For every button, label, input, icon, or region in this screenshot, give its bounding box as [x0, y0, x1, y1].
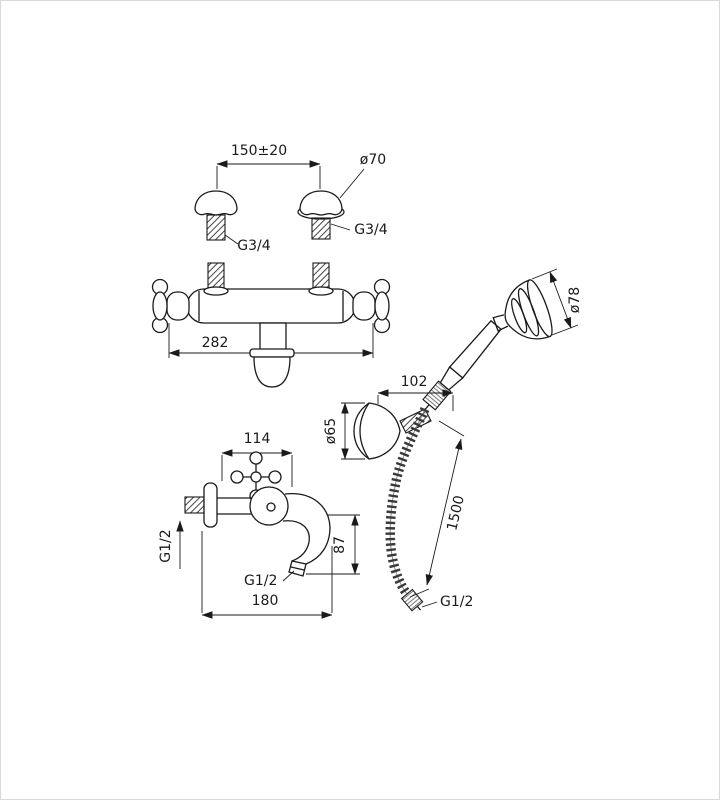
- dim-label-spout-span: 180: [252, 593, 279, 609]
- hose-end-stub: [416, 605, 421, 611]
- dim-label-body-width: 282: [202, 335, 229, 351]
- head-neck: [492, 314, 509, 332]
- dim-label-wall-thread: G1/2: [158, 529, 174, 562]
- leader-line: [224, 234, 239, 245]
- dim-label-bracket-offset: 102: [401, 374, 428, 390]
- dim-label-top-span: 150±20: [231, 143, 287, 159]
- hand-shower-handle: [422, 319, 502, 411]
- mixer-cap-left: [166, 291, 190, 321]
- wall-flange: [203, 482, 218, 528]
- handle-hub: [152, 291, 168, 321]
- inlet-thread-left: [207, 262, 225, 290]
- dim-label-spout-drop: 87: [332, 536, 348, 554]
- head-ring: [511, 298, 528, 334]
- wall-union-right-thread: [311, 217, 331, 240]
- wall-union-left: [194, 190, 238, 216]
- extension-line: [551, 324, 579, 336]
- handle-hub: [374, 291, 390, 321]
- diverter-neck: [259, 322, 287, 352]
- wall-union-left-thread: [206, 214, 226, 241]
- wall-bracket-face: [359, 402, 370, 460]
- dim-bracket-diameter: ø65: [323, 402, 365, 460]
- dim-spout-drop: 87: [306, 514, 360, 575]
- mixer-assembly: 282: [151, 262, 391, 388]
- dim-spout-span: 180: [201, 531, 333, 619]
- handle-stub: [424, 404, 430, 410]
- dim-hose-length: 1500: [409, 420, 468, 598]
- handle-lobe: [268, 470, 282, 484]
- cross-handle-left: [151, 278, 169, 334]
- handle-grip: [448, 319, 502, 379]
- spout-outlet-line: [290, 566, 305, 571]
- leader-line: [421, 601, 438, 608]
- shower-hose: [385, 407, 430, 597]
- leader-line: [282, 570, 295, 582]
- leader-line: [330, 223, 351, 231]
- handle-lobe: [249, 451, 263, 465]
- wall-thread: [184, 496, 205, 514]
- dim-label-bracket-diameter: ø65: [323, 418, 339, 444]
- handle-lobe: [230, 470, 244, 484]
- dimension-line: [425, 438, 463, 586]
- inlet-thread-right: [312, 262, 330, 290]
- diverter-collar: [249, 348, 295, 358]
- hose-end-fitting: [400, 588, 424, 612]
- leader-line: [339, 168, 365, 199]
- dim-label-thread-left: G3/4: [237, 238, 270, 254]
- dim-head-diameter: ø78: [531, 268, 583, 336]
- inlet-collar-right: [308, 286, 334, 296]
- extension-line: [531, 268, 558, 280]
- hand-shower-assembly: ø78 102 ø65 G1/2 1500: [323, 268, 583, 612]
- dim-label-spout-projection: 114: [244, 431, 271, 447]
- dim-label-hose-length: 1500: [444, 494, 468, 532]
- dim-label-spout-thread: G1/2: [244, 573, 277, 589]
- dim-bracket-offset: 102: [377, 374, 454, 411]
- extension-line: [409, 588, 430, 598]
- cross-handle-right: [373, 278, 391, 334]
- bath-spout-assembly: 114 87 G1/2: [158, 431, 360, 619]
- valve-screw: [266, 502, 276, 512]
- wall-union-right: [299, 190, 343, 216]
- diverter-cup: [253, 356, 291, 388]
- dim-label-hose-thread: G1/2: [440, 594, 473, 610]
- top-wall-unions: 150±20 ø70 G3/4 G3/4: [194, 143, 388, 254]
- wall-bracket: [353, 402, 401, 460]
- handle-hub: [250, 471, 262, 483]
- dim-label-flange-diameter: ø70: [360, 152, 386, 168]
- dim-top-span: 150±20: [216, 143, 321, 189]
- extension-line: [438, 420, 465, 437]
- spout-outer: [284, 493, 331, 565]
- dim-wall-thread: G1/2: [158, 520, 184, 569]
- dim-label-head-diameter: ø78: [567, 287, 583, 313]
- dimension-line: [549, 271, 572, 329]
- hand-shower-head: [492, 279, 553, 340]
- inlet-collar-left: [203, 286, 229, 296]
- mixer-cap-right: [352, 291, 376, 321]
- spout-inner: [282, 520, 310, 562]
- dim-label-thread-right: G3/4: [354, 222, 387, 238]
